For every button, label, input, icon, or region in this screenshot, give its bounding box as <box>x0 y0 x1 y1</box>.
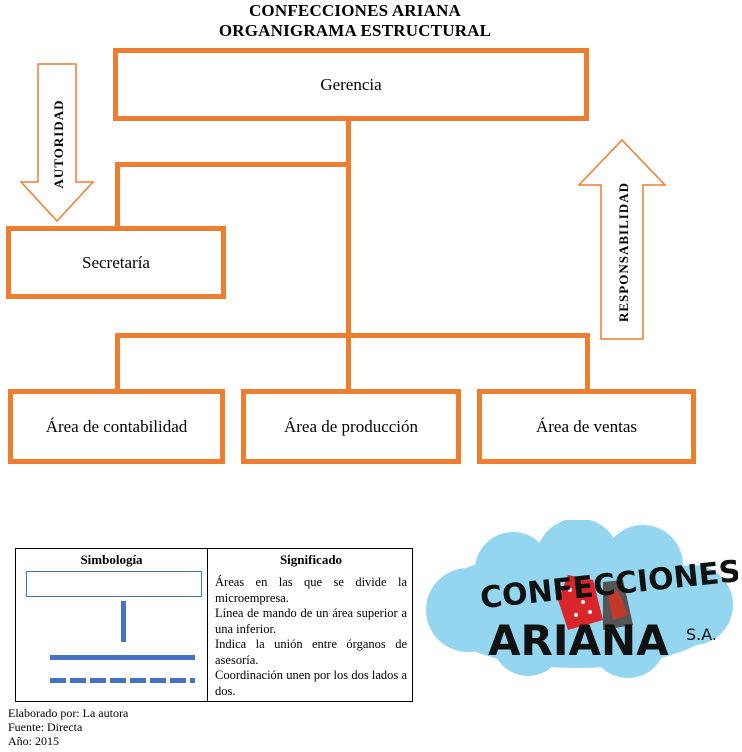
footer-source: Fuente: Directa <box>8 720 82 734</box>
legend-meaning-4: Coordinación unen por los dos lados a do… <box>215 668 407 699</box>
footer-year: Año: 2015 <box>8 734 59 748</box>
legend-divider <box>207 549 208 701</box>
contabilidad-label: Área de contabilidad <box>46 417 188 437</box>
responsibility-label: RESPONSABILIDAD <box>616 182 632 322</box>
legend-symbol-solid-line <box>50 655 195 660</box>
produccion-box: Área de producción <box>241 389 461 464</box>
secretaria-box: Secretaría <box>6 226 226 299</box>
authority-label: AUTORIDAD <box>51 94 67 194</box>
legend-table: Simbología Significado Áreas en las que … <box>15 548 413 702</box>
footer-author: Elaborado por: La autora <box>8 706 128 720</box>
gerencia-box: Gerencia <box>113 48 589 121</box>
legend-symbol-dashed-line <box>50 678 195 683</box>
chart-subtitle: ORGANIGRAMA ESTRUCTURAL <box>0 21 726 40</box>
ventas-label: Área de ventas <box>536 417 637 437</box>
connector-secretaria-horizontal <box>115 162 351 167</box>
secretaria-label: Secretaría <box>82 253 150 273</box>
legend-header-meaning: Significado <box>208 552 414 568</box>
legend-symbol-vertical-line <box>121 601 126 642</box>
gerencia-label: Gerencia <box>320 75 381 95</box>
legend-meaning-2: Línea de mando de un área superior a una… <box>215 606 407 637</box>
legend-meaning-1: Áreas en las que se divide la microempre… <box>215 575 407 606</box>
logo-text-suffix: S.A. <box>686 625 717 644</box>
legend-header-symbol: Simbología <box>16 552 207 568</box>
chart-title: CONFECCIONES ARIANA <box>0 1 726 20</box>
produccion-label: Área de producción <box>284 417 418 437</box>
connector-areas-horizontal <box>115 333 590 338</box>
logo-text-line2: ARIANA <box>488 616 669 665</box>
legend-symbol-box <box>26 571 202 597</box>
company-logo: CONFECCIONES ARIANA S.A. <box>418 520 738 682</box>
legend-meanings: Áreas en las que se divide la microempre… <box>215 575 407 699</box>
connector-secretaria-vertical <box>115 162 120 228</box>
contabilidad-box: Área de contabilidad <box>8 389 225 464</box>
legend-meaning-3: Indica la unión entre órganos de asesorí… <box>215 637 407 668</box>
connector-main-vertical <box>346 120 351 390</box>
connector-contabilidad-vertical <box>115 333 120 391</box>
ventas-box: Área de ventas <box>477 389 696 464</box>
